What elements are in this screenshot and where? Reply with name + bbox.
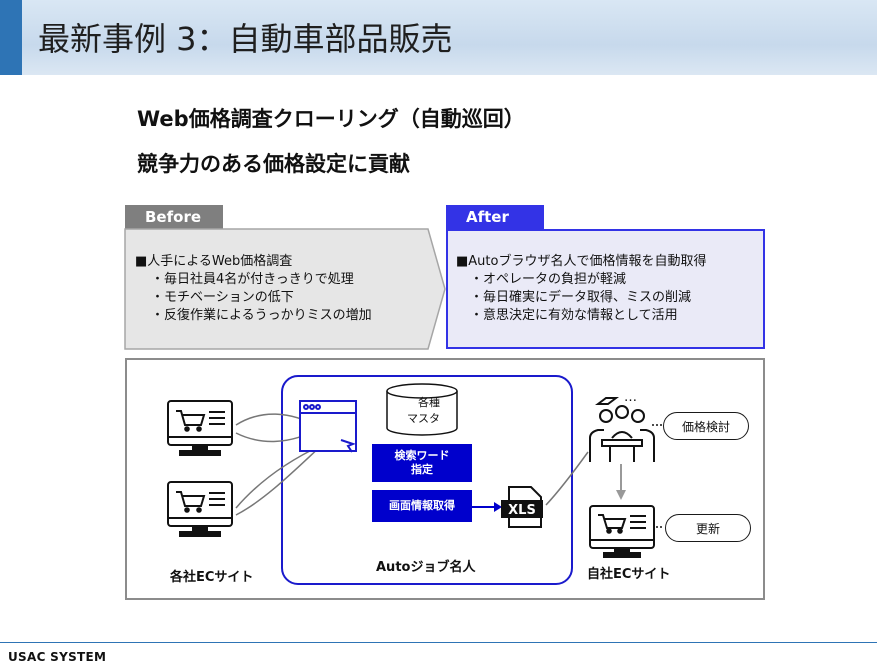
master-label-1: 各種 xyxy=(418,396,440,409)
master-label-2: マスタ xyxy=(407,412,440,425)
browser-window-icon xyxy=(299,400,357,453)
ec-sites-label: 各社ECサイト xyxy=(170,570,254,585)
own-ec-monitor-icon xyxy=(589,505,655,558)
headline-1: Web価格調査クローリング（自動巡回） xyxy=(137,107,525,131)
footer-logo: USAC SYSTEM xyxy=(8,650,107,664)
own-ec-site-label: 自社ECサイト xyxy=(587,567,671,582)
ec-site-monitor-icon xyxy=(167,400,233,456)
to-meeting-arrow xyxy=(545,451,589,506)
after-line-3: ・毎日確実にデータ取得、ミスの削減 xyxy=(470,290,692,305)
search-word-line-1: 検索ワード xyxy=(394,449,450,462)
before-line-1: ■人手によるWeb価格調査 xyxy=(135,254,293,269)
before-tab: Before xyxy=(125,205,223,229)
price-review-pill: 価格検討 xyxy=(663,412,749,440)
xls-file-icon: XLS xyxy=(501,486,543,528)
to-xls-arrow xyxy=(472,502,502,512)
before-line-3: ・モチベーションの低下 xyxy=(151,290,294,305)
after-line-2: ・オペレータの負担が軽減 xyxy=(470,272,627,287)
ec-site-monitor-icon xyxy=(167,481,233,537)
footer-divider xyxy=(0,642,877,643)
search-word-line-2: 指定 xyxy=(411,463,433,476)
before-line-4: ・反復作業によるうっかりミスの増加 xyxy=(151,308,372,323)
after-panel: ■Autoブラウザ名人で価格情報を自動取得 ・オペレータの負担が軽減 ・毎日確実… xyxy=(446,229,765,349)
after-line-4: ・意思決定に有効な情報として活用 xyxy=(470,308,678,323)
title-bar xyxy=(0,0,877,75)
auto-job-frame xyxy=(281,375,573,585)
meeting-people-icon xyxy=(589,397,655,462)
search-word-box: 検索ワード 指定 xyxy=(372,444,472,482)
after-tab: After xyxy=(446,205,544,229)
master-database-icon xyxy=(386,383,458,436)
auto-job-label: Autoジョブ名人 xyxy=(376,560,476,575)
screen-info-box: 画面情報取得 xyxy=(372,490,472,522)
after-line-1: ■Autoブラウザ名人で価格情報を自動取得 xyxy=(456,254,707,269)
svg-text:XLS: XLS xyxy=(508,503,536,518)
slide-title: 最新事例 3：自動車部品販売 xyxy=(38,20,453,58)
meeting-dots: … xyxy=(624,390,637,405)
down-arrow xyxy=(616,464,626,500)
update-pill: 更新 xyxy=(665,514,751,542)
screen-info-label: 画面情報取得 xyxy=(389,499,455,512)
headline-2: 競争力のある価格設定に貢献 xyxy=(137,152,410,176)
before-line-2: ・毎日社員4名が付きっきりで処理 xyxy=(151,272,354,287)
title-accent-bar xyxy=(0,0,22,75)
before-panel: ■人手によるWeb価格調査 ・毎日社員4名が付きっきりで処理 ・モチベーションの… xyxy=(125,229,445,349)
